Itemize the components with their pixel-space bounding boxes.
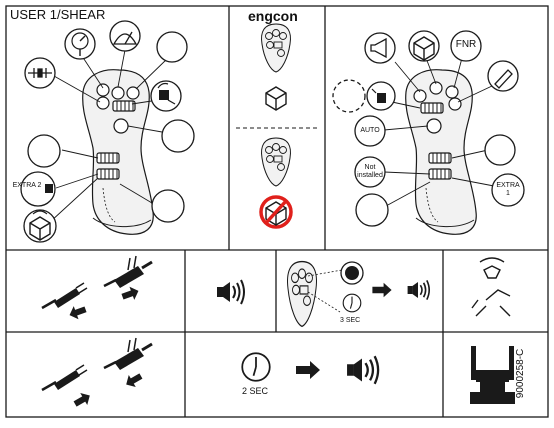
rotator-icon-circle (23, 209, 57, 243)
extra1-callout (491, 173, 525, 207)
rotator-icon (265, 86, 287, 111)
engcon-joystick-top (261, 23, 291, 73)
empty-callout-circle (27, 134, 61, 168)
disconnect-hoses-icon (40, 336, 154, 411)
sheet-title: USER 1/SHEAR (10, 7, 106, 22)
fnr-label: FNR (455, 39, 477, 50)
not-installed-label: Not installed (357, 164, 383, 179)
horn-icon-circle (364, 32, 396, 64)
spray-icon-circle (366, 81, 396, 111)
right-callout-lines (383, 57, 495, 207)
connect-hoses-icon (40, 254, 154, 322)
engcon-joystick-bottom (261, 137, 291, 187)
hammer-ballpeen-icon-circle (24, 57, 56, 89)
extra2-callout (20, 171, 56, 207)
left-joystick (82, 69, 154, 235)
rotator-tilt-motion-icon (471, 257, 511, 317)
prohibited-rotator-icon (259, 195, 293, 229)
rotator-icon-circle (408, 30, 440, 62)
wiper-icon-circle (109, 20, 141, 52)
document-id: 9000258-C (515, 348, 527, 399)
auto-callout (354, 115, 386, 147)
pen-icon-circle (487, 60, 519, 92)
empty-callout-circle (151, 189, 185, 223)
joystick-press-timer-icon (286, 260, 431, 328)
dashed-callout-circle (332, 79, 366, 113)
fnr-callout (450, 30, 482, 62)
right-joystick (405, 69, 477, 235)
empty-callout-circle (156, 31, 188, 63)
machine-front-icon (470, 346, 515, 404)
auto-label: AUTO (360, 127, 380, 134)
brand-logo: engcon (248, 8, 298, 24)
timer-to-speaker-icon (241, 352, 380, 385)
speaker-icon (216, 279, 245, 305)
pressure-gauge-icon-circle (64, 28, 96, 60)
timer-2sec-label: 2 SEC (242, 386, 269, 396)
extra2-label: EXTRA 2 (12, 182, 42, 189)
empty-callout-circle (355, 193, 389, 227)
tilt-engcon-icon-circle (150, 80, 182, 112)
empty-callout-circle (484, 134, 516, 166)
timer-3sec-label: 3 SEC (340, 317, 361, 324)
not-installed-callout (354, 156, 386, 188)
empty-callout-circle (161, 119, 195, 153)
extra1-label: EXTRA 1 (496, 182, 520, 197)
